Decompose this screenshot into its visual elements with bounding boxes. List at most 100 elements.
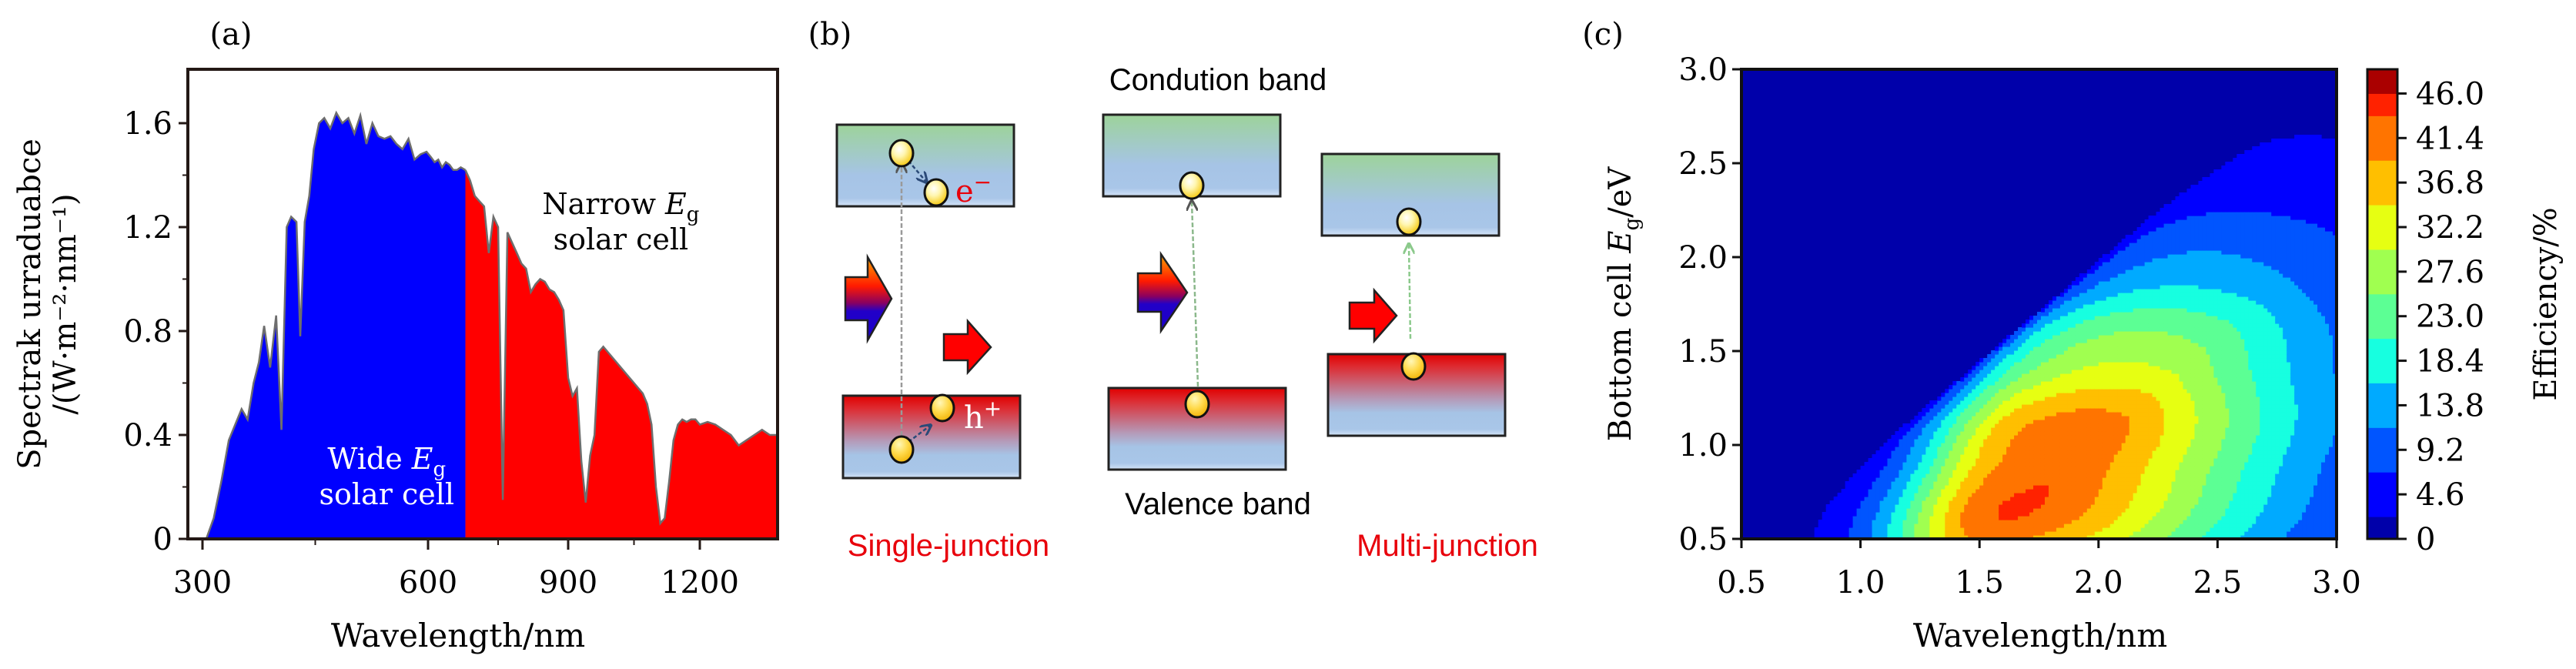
contour-cell (1999, 412, 2003, 416)
contour-cell (2079, 393, 2084, 397)
contour-cell (2163, 485, 2169, 490)
contour-cell (2109, 285, 2115, 289)
contour-cell (2026, 385, 2030, 390)
contour-cell (2006, 489, 2011, 493)
contour-cell (2067, 377, 2073, 382)
contour-cell (2186, 535, 2192, 539)
contour-cell (2075, 516, 2080, 520)
contour-cell (2052, 431, 2057, 436)
contour-cell (2063, 308, 2069, 313)
contour-cell (1929, 520, 1934, 524)
contour-cell (1883, 504, 1889, 509)
contour-cell (1856, 512, 1862, 517)
contour-cell (1845, 489, 1850, 493)
contour-cell (2014, 481, 2019, 486)
contour-cell (2063, 512, 2069, 517)
contour-cell (2113, 308, 2119, 313)
contour-cell (1872, 481, 1877, 486)
contour-cell (2144, 481, 2149, 486)
contour-cell (1956, 485, 1961, 490)
contour-cell (1906, 466, 1912, 470)
contour-cell (2037, 481, 2042, 486)
contour-cell (2163, 285, 2169, 289)
contour-cell (2079, 300, 2084, 305)
contour-cell (1925, 470, 1930, 474)
contour-cell (2106, 527, 2111, 532)
contour-cell (1960, 508, 1965, 513)
contour-cell (1956, 416, 1961, 420)
contour-cell (2079, 508, 2084, 513)
contour-cell (2109, 354, 2115, 359)
contour-cell (2117, 312, 2123, 316)
contour-cell (2090, 470, 2096, 474)
contour-cell (2083, 416, 2088, 420)
contour-cell (2133, 408, 2138, 413)
contour-cell (1964, 389, 1969, 393)
contour-cell (2121, 420, 2126, 424)
contour-cell (1941, 504, 1945, 509)
contour-cell (1983, 420, 1988, 424)
contour-cell (2044, 339, 2049, 343)
contour-cell (2109, 447, 2115, 451)
contour-cell (2159, 343, 2165, 347)
contour-cell (2163, 396, 2169, 401)
contour-cell (2171, 200, 2176, 205)
contour-cell (2026, 508, 2030, 513)
contour-cell (2044, 396, 2049, 401)
contour-cell (2117, 400, 2123, 405)
contour-cell (1991, 396, 1996, 401)
contour-cell (1883, 535, 1889, 539)
contour-cell (1922, 500, 1926, 505)
contour-cell (1910, 500, 1915, 505)
contour-cell (2167, 216, 2173, 220)
contour-cell (2140, 404, 2146, 409)
contour-cell (2056, 420, 2061, 424)
contour-cell (2183, 481, 2188, 486)
contour-cell (2152, 308, 2157, 313)
contour-cell (2056, 354, 2061, 359)
contour-cell (2113, 500, 2119, 505)
contour-cell (2075, 339, 2080, 343)
contour-cell (2140, 454, 2146, 459)
panel-a-label: (a) (209, 17, 252, 52)
contour-cell (2086, 412, 2092, 416)
contour-cell (2083, 470, 2088, 474)
contour-cell (2059, 319, 2065, 324)
contour-cell (1883, 470, 1889, 474)
contour-cell (2125, 427, 2130, 432)
contour-cell (2156, 366, 2161, 370)
contour-cell (2163, 527, 2169, 532)
contour-cell (1872, 523, 1877, 528)
excitation-path (1192, 202, 1199, 387)
contour-cell (2086, 423, 2092, 428)
contour-cell (1929, 535, 1934, 539)
contour-cell (2183, 512, 2188, 517)
contour-cell (2052, 493, 2057, 497)
contour-cell (2090, 412, 2096, 416)
contour-cell (2044, 350, 2049, 355)
contour-cell (2086, 389, 2092, 393)
contour-cell (1899, 497, 1904, 501)
contour-cell (2075, 373, 2080, 378)
contour-cell (2086, 531, 2092, 536)
contour-cell (2148, 350, 2153, 355)
contour-cell (2075, 385, 2080, 390)
contour-cell (2133, 312, 2138, 316)
contour-cell (1925, 450, 1930, 455)
contour-cell (2079, 319, 2084, 324)
contour-cell (2121, 393, 2126, 397)
contour-cell (1964, 412, 1969, 416)
contour-cell (2136, 485, 2142, 490)
contour-cell (1868, 520, 1873, 524)
contour-cell (2183, 500, 2188, 505)
contour-cell (1956, 439, 1961, 443)
contour-cell (2171, 466, 2176, 470)
contour-cell (1949, 493, 1953, 497)
contour-cell (1841, 493, 1846, 497)
contour-cell (2144, 285, 2149, 289)
contour-cell (2129, 327, 2134, 332)
contour-cell (1995, 400, 1999, 405)
contour-cell (1829, 531, 1835, 536)
contour-cell (2156, 246, 2161, 251)
contour-cell (2098, 435, 2103, 440)
